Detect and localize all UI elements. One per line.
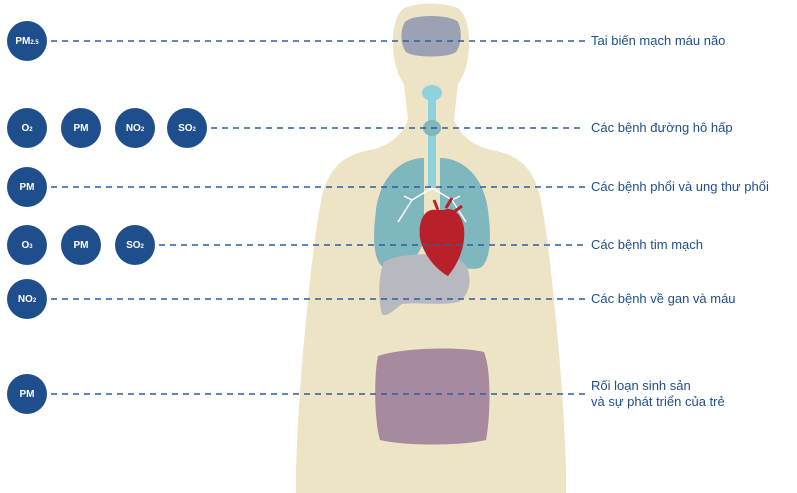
health-effect-label: Các bệnh đường hô hấp	[591, 120, 733, 136]
trachea-organ	[428, 100, 436, 188]
health-effect-line: Các bệnh về gan và máu	[591, 291, 736, 307]
pollutant-subscript: 2	[33, 298, 36, 304]
pollutant-label: SO	[126, 240, 140, 251]
health-effect-line: Các bệnh tim mạch	[591, 237, 703, 253]
pollutant-subscript: 2	[141, 244, 144, 250]
health-effect-line: Rối loạn sinh sản	[591, 378, 725, 394]
pollutant-badge: PM	[61, 108, 101, 148]
throat-organ	[422, 85, 442, 101]
pollutant-badge: PM	[61, 225, 101, 265]
intestine-organ	[375, 349, 489, 445]
pollutant-label: O	[21, 123, 29, 134]
pollutant-label: PM	[15, 36, 30, 47]
pollutant-subscript: 2.5	[30, 40, 38, 46]
pollutant-subscript: 2	[29, 127, 32, 133]
pollutant-label: PM	[20, 182, 35, 193]
brain-organ	[401, 16, 460, 57]
pollutant-badge: PM	[7, 374, 47, 414]
pollutant-subscript: 2	[141, 127, 144, 133]
health-effect-line: Các bệnh đường hô hấp	[591, 120, 733, 136]
health-effect-label: Tai biến mạch máu não	[591, 33, 725, 49]
health-effect-label: Các bệnh tim mạch	[591, 237, 703, 253]
pollutant-label: PM	[74, 123, 89, 134]
health-effect-label: Các bệnh về gan và máu	[591, 291, 736, 307]
pollutant-label: O	[21, 240, 29, 251]
pollutant-badge: PM	[7, 167, 47, 207]
pollutant-label: SO	[178, 123, 192, 134]
pollutant-label: PM	[20, 389, 35, 400]
pollutant-subscript: 2	[193, 127, 196, 133]
pollutant-label: NO	[126, 123, 141, 134]
health-effect-line: Các bệnh phổi và ung thư phổi	[591, 179, 769, 195]
pollutant-subscript: 3	[29, 244, 32, 250]
health-effect-label: Các bệnh phổi và ung thư phổi	[591, 179, 769, 195]
health-effect-line: Tai biến mạch máu não	[591, 33, 725, 49]
pollutant-label: PM	[74, 240, 89, 251]
pollutant-label: NO	[18, 294, 33, 305]
health-effect-line: và sự phát triển của trẻ	[591, 394, 725, 410]
